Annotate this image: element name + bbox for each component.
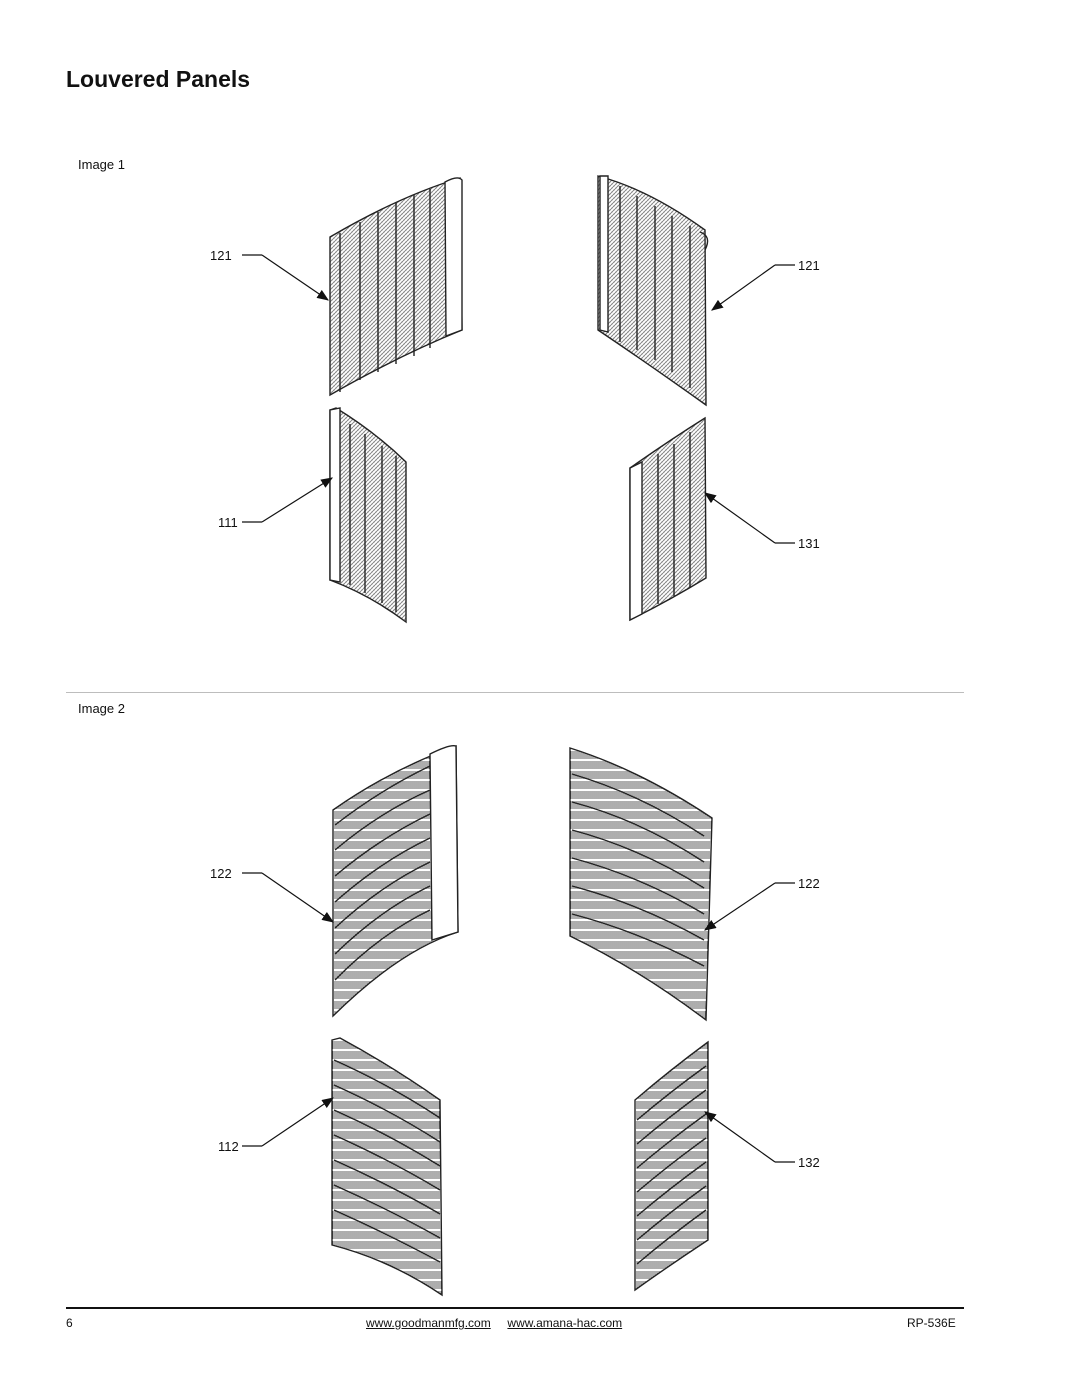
image-2-label: Image 2 [78,701,125,716]
footer-rule [66,1307,964,1309]
panel-111 [329,407,407,624]
panel-132 [634,1040,709,1292]
goodman-link[interactable]: www.goodmanmfg.com [366,1316,491,1330]
callout-111: 111 [218,515,238,530]
callout-121-right: 121 [798,258,820,273]
callout-132: 132 [798,1155,820,1170]
page-title: Louvered Panels [66,66,251,92]
section-divider [66,692,964,693]
panel-112 [331,1037,443,1297]
panel-131 [629,416,707,622]
panel-122-left [332,744,459,1018]
panel-121-right [597,175,709,407]
image-2-figure: 122 122 112 132 [210,744,820,1297]
document-id: RP-536E [907,1316,956,1330]
callout-112: 112 [218,1139,239,1154]
image-1-figure: 121 121 111 131 [210,175,820,624]
panel-121-left [329,177,463,397]
panel-122-right [569,747,713,1022]
callout-122-right: 122 [798,876,820,891]
callout-121-left: 121 [210,248,232,263]
amana-link[interactable]: www.amana-hac.com [507,1316,623,1330]
footer-links: www.goodmanmfg.com www.amana-hac.com [366,1316,622,1330]
callout-122-left: 122 [210,866,232,881]
callout-131: 131 [798,536,820,551]
image-1-label: Image 1 [78,157,125,172]
page-number: 6 [66,1316,73,1330]
